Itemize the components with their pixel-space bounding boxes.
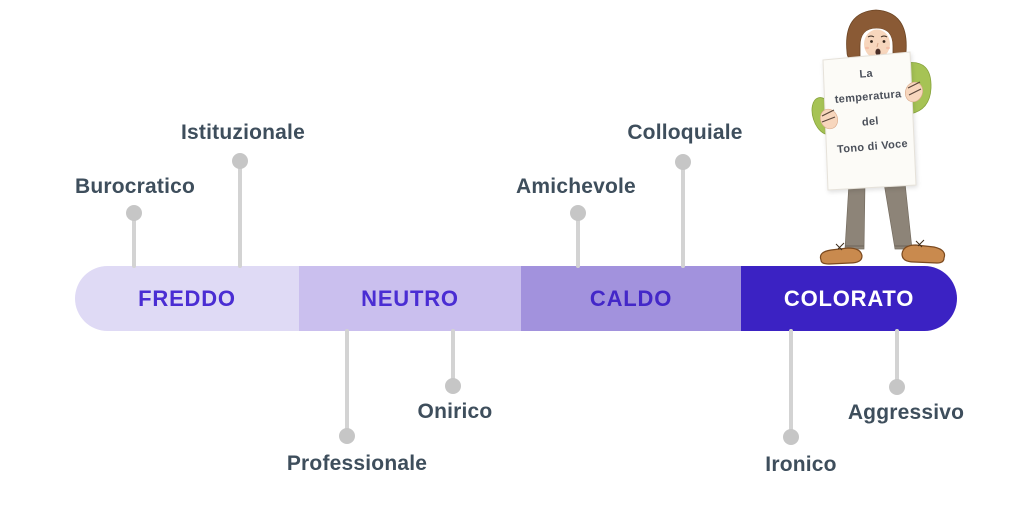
pin-ironico — [783, 329, 799, 445]
tone-label-professionale: Professionale — [286, 452, 428, 475]
pin-onirico — [445, 329, 461, 394]
tone-label-onirico: Onirico — [417, 400, 493, 423]
pin-aggressivo — [889, 329, 905, 395]
pin-istituzionale — [232, 153, 248, 268]
person-legs — [844, 182, 913, 250]
pin-amichevole — [570, 205, 586, 268]
segment-caldo-label: CALDO — [589, 285, 673, 311]
pin-colloquiale — [675, 154, 691, 268]
person-illustration: La temperatura del Tono di Voce — [811, 9, 946, 265]
sign-line-1: La — [859, 68, 874, 81]
person-hands — [820, 81, 923, 130]
temperature-bar: FREDDO NEUTRO CALDO COLORATO — [75, 266, 957, 331]
tone-label-burocratico: Burocratico — [74, 175, 196, 198]
person-shoes — [819, 239, 946, 265]
segment-freddo: FREDDO — [75, 266, 299, 331]
tone-label-istituzionale: Istituzionale — [181, 121, 305, 144]
pin-burocratico — [126, 205, 142, 268]
segment-freddo-label: FREDDO — [138, 285, 236, 311]
segment-colorato: COLORATO — [741, 266, 957, 331]
sign-line-2: temperatura — [834, 88, 902, 106]
segment-colorato-label: COLORATO — [783, 285, 915, 311]
segment-neutro: NEUTRO — [299, 266, 521, 331]
tone-label-aggressivo: Aggressivo — [847, 401, 965, 424]
tone-label-ironico: Ironico — [765, 453, 837, 476]
tone-label-amichevole: Amichevole — [516, 175, 636, 198]
tone-label-colloquiale: Colloquiale — [627, 121, 743, 144]
sign-board — [822, 51, 917, 191]
pin-professionale — [339, 329, 355, 444]
segment-caldo: CALDO — [521, 266, 741, 331]
sign-line-3: del — [861, 115, 879, 128]
segment-neutro-label: NEUTRO — [361, 285, 459, 311]
